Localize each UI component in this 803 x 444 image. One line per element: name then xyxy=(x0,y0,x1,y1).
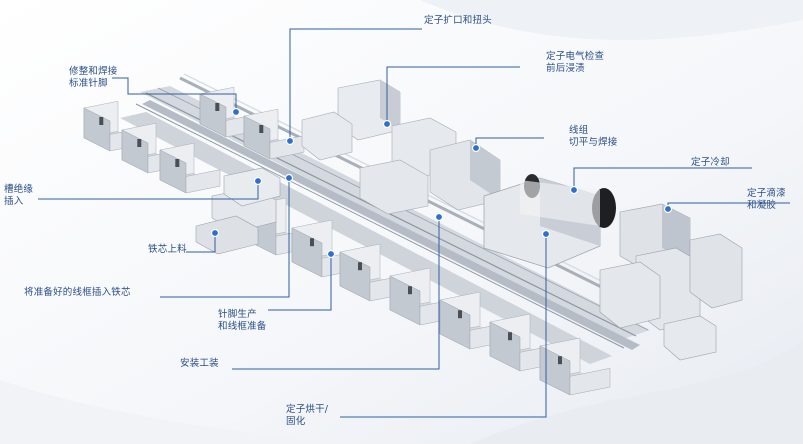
label-stator-electric-test: 定子电气检查 前后浸渍 xyxy=(546,51,604,75)
label-core-loading: 铁芯上料 xyxy=(148,244,187,256)
leader-wire-cut-flat-weld xyxy=(476,138,544,148)
marker-core-loading xyxy=(212,230,219,237)
label-stator-drying-curing: 定子烘干/ 固化 xyxy=(286,404,328,428)
marker-slot-insulation-insert xyxy=(255,178,262,185)
leader-core-loading xyxy=(186,233,215,252)
leader-stator-cooling xyxy=(574,168,752,190)
marker-wire-cut-flat-weld xyxy=(473,145,480,152)
leader-stator-electric-test xyxy=(387,67,520,124)
marker-stator-drip-gel xyxy=(665,206,672,213)
marker-stator-expand-twist xyxy=(287,138,294,145)
marker-stator-electric-test xyxy=(384,121,391,128)
marker-stator-cooling xyxy=(571,187,578,194)
leader-assembly-fixture xyxy=(232,217,439,369)
marker-assembly-fixture xyxy=(436,214,443,221)
label-slot-insulation-insert: 槽绝缘 插入 xyxy=(4,184,33,208)
leader-slot-insulation-insert xyxy=(38,181,258,199)
label-shape-weld-pin: 修整和焊接 标准针脚 xyxy=(69,66,118,90)
label-stator-cooling: 定子冷却 xyxy=(691,157,730,169)
leader-shape-weld-pin xyxy=(112,78,236,112)
leader-stator-drying-curing xyxy=(340,234,546,417)
label-insert-wire-frame-core: 将准备好的线框插入铁芯 xyxy=(24,287,131,299)
marker-pin-production xyxy=(328,251,335,258)
marker-insert-wire-frame-core xyxy=(286,175,293,182)
leader-stator-expand-twist xyxy=(290,29,422,141)
marker-stator-drying-curing xyxy=(543,231,550,238)
leader-pin-production xyxy=(268,254,331,310)
marker-shape-weld-pin xyxy=(233,109,240,116)
label-stator-drip-gel: 定子滴漆 和凝胶 xyxy=(747,188,786,212)
label-wire-cut-flat-weld: 线组 切平与焊接 xyxy=(569,125,618,149)
label-assembly-fixture: 安装工装 xyxy=(180,358,219,370)
leader-insert-wire-frame-core xyxy=(160,178,289,297)
label-stator-expand-twist: 定子扩口和扭头 xyxy=(424,15,492,27)
label-pin-production: 针脚生产 和线框准备 xyxy=(218,309,267,333)
